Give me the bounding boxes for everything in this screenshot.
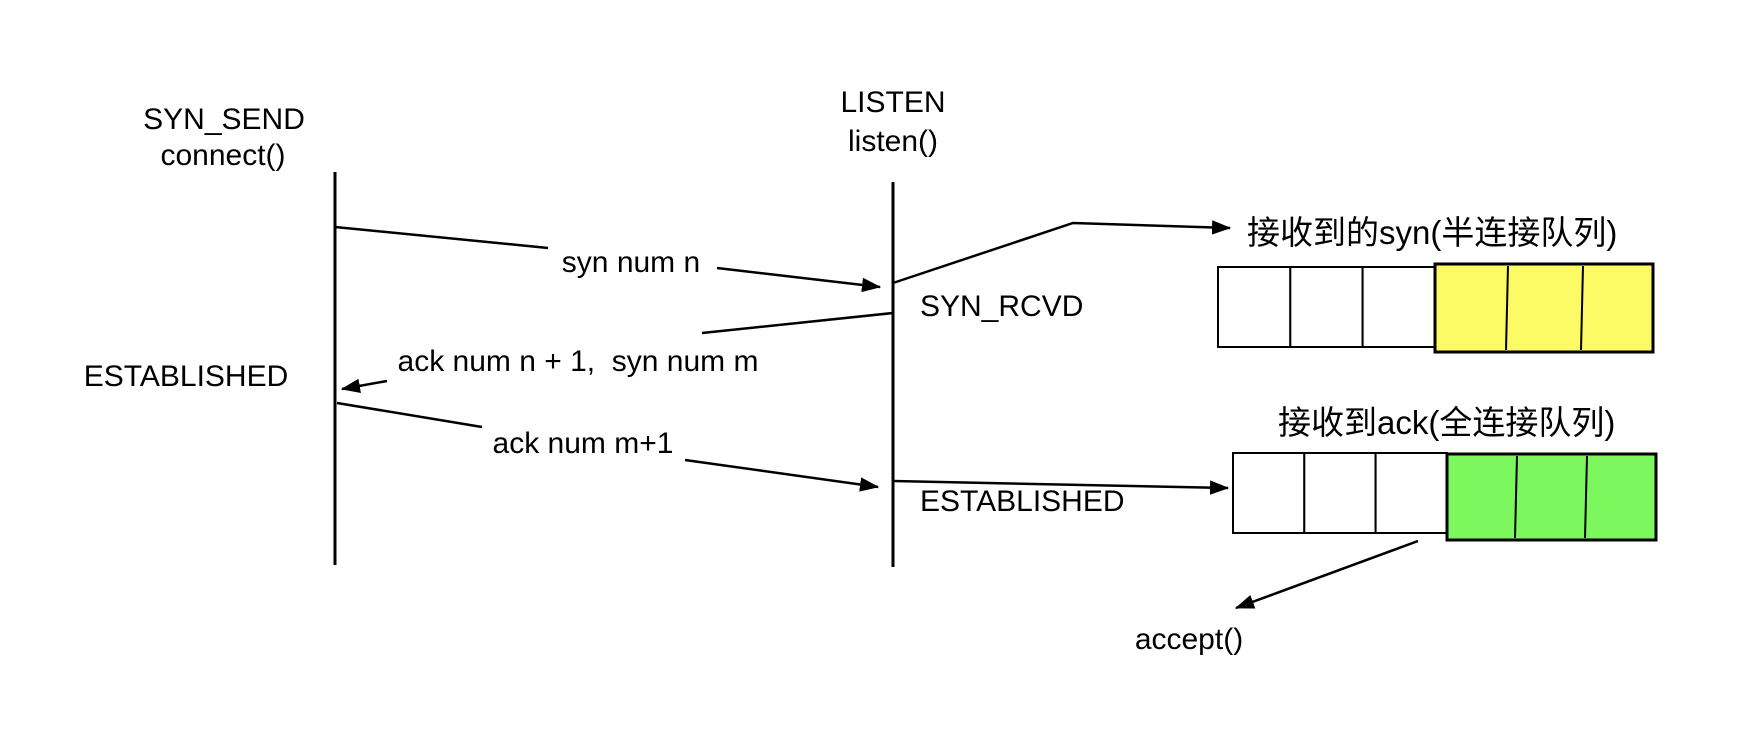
server-state-established: ESTABLISHED <box>920 484 1125 518</box>
queue-cell-empty <box>1303 452 1377 534</box>
queue-cell-divider <box>1514 455 1518 539</box>
half-connection-queue <box>1217 262 1655 354</box>
half-queue-pointer-arrow <box>892 220 1232 285</box>
queue-filled-block-ack <box>1445 452 1658 542</box>
server-state-syn-rcvd: SYN_RCVD <box>920 289 1084 323</box>
full-connection-queue <box>1232 452 1658 542</box>
syn-arrow <box>334 225 882 293</box>
queue-cell-divider <box>1505 265 1509 351</box>
client-state-syn-send: SYN_SEND <box>143 102 305 136</box>
client-state-established: ESTABLISHED <box>83 359 289 393</box>
syn-ack-segment-left <box>340 378 388 393</box>
half-queue-label: 接收到的syn(半连接队列) <box>1247 214 1618 252</box>
server-listen-call: listen() <box>847 124 939 158</box>
ack-arrow <box>336 401 880 492</box>
queue-cell-empty <box>1289 266 1364 348</box>
full-queue-pointer-arrow <box>892 479 1230 495</box>
queue-cell-divider <box>1580 265 1584 351</box>
queue-cell-empty <box>1232 452 1306 534</box>
syn-ack-arrow <box>340 311 894 393</box>
queue-cell-empty <box>1374 452 1448 534</box>
accept-pointer-arrow <box>1234 539 1419 610</box>
syn-arrow-segment-right <box>716 266 882 293</box>
full-queue-label: 接收到ack(全连接队列) <box>1278 404 1616 442</box>
syn-ack-segment-right <box>701 311 894 335</box>
message-ack: ack num m+1 <box>484 426 682 462</box>
message-syn-ack: ack num n + 1, syn num m <box>389 344 767 380</box>
queue-filled-block-syn <box>1433 262 1655 354</box>
queue-cell-empty <box>1361 266 1436 348</box>
message-syn: syn num n <box>553 245 709 281</box>
queue-cell-empty <box>1217 266 1292 348</box>
client-connect-call: connect() <box>160 138 286 172</box>
ack-arrow-segment-right <box>684 458 880 492</box>
syn-arrow-segment-left <box>334 225 549 250</box>
server-state-listen: LISTEN <box>840 85 946 119</box>
server-accept-call: accept() <box>1134 622 1244 656</box>
queue-cell-divider <box>1584 455 1588 539</box>
ack-arrow-segment-left <box>336 401 483 429</box>
